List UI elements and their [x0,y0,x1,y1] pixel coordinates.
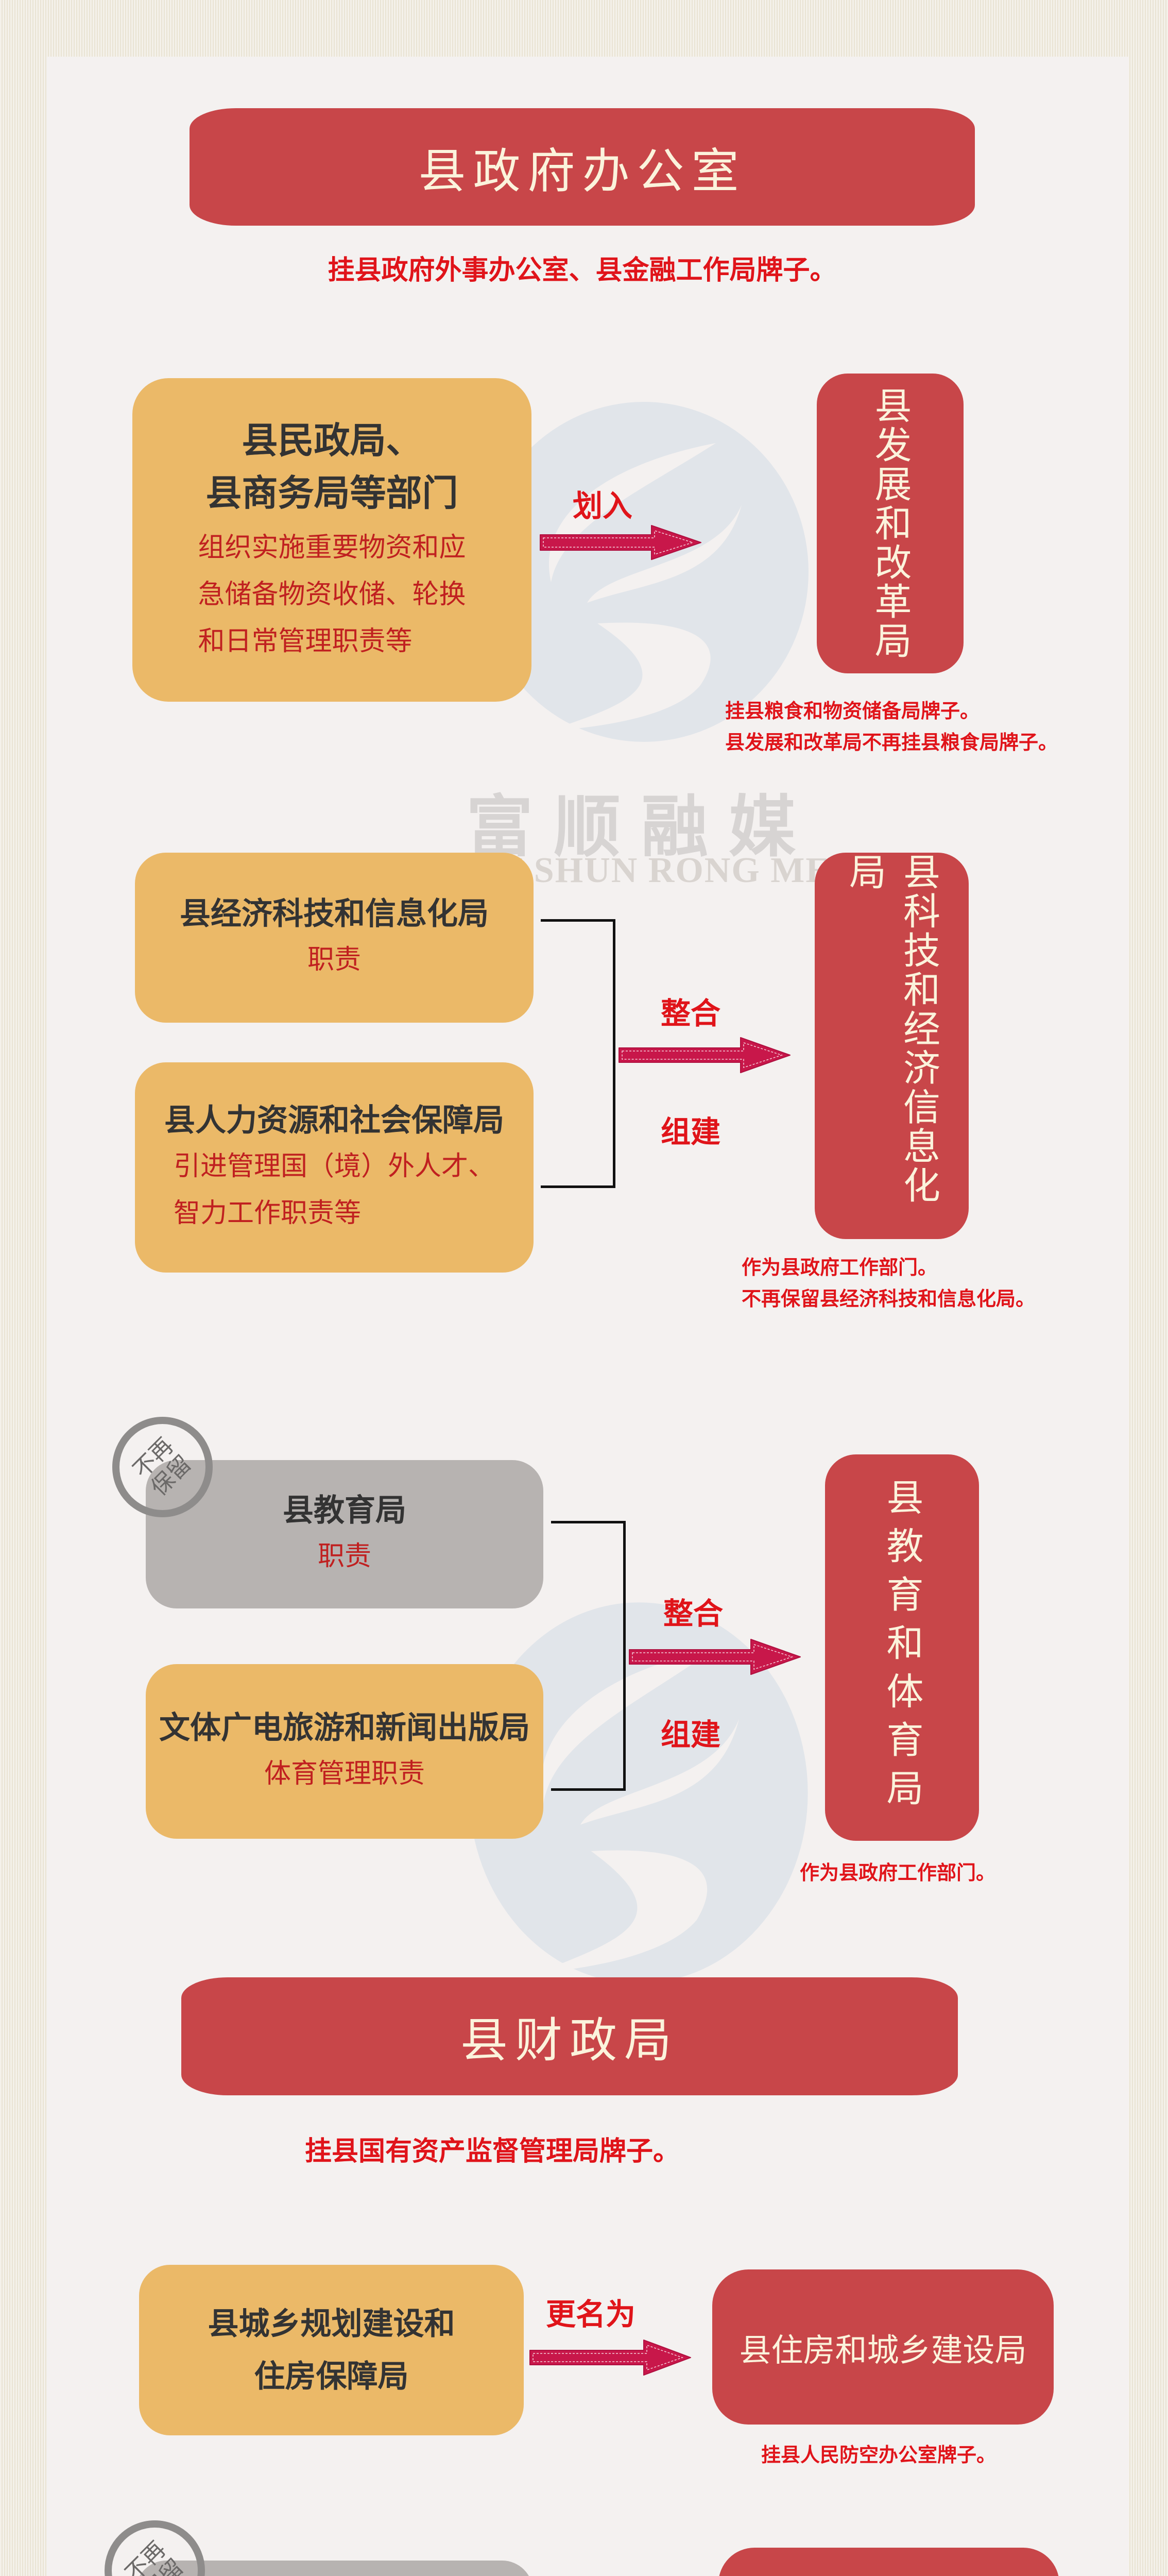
verb-label: 划入 [573,488,633,523]
header-subtitle: 挂县政府外事办公室、县金融工作局牌子。 [328,255,837,286]
source-desc-line: 体育管理职责 [264,1758,425,1789]
watermark-text-cn: 富顺融媒 [466,788,817,866]
verb-label-top: 整合 [663,1596,724,1631]
source-desc-line: 智力工作职责等 [173,1197,361,1229]
merge-bracket [541,919,615,1188]
verb-label: 组建 [569,2571,629,2576]
source-desc-line: 急储备物资收储、轮换 [198,579,466,610]
note-line: 挂县粮食和物资储备局牌子。 [725,700,980,722]
target-notes: 作为县政府工作部门。 不再保留县经济科技和信息化局。 [742,1252,1035,1315]
source-title-line: 县商务局等部门 [205,471,458,514]
source-desc-line: 和日常管理职责等 [198,626,413,657]
target-box-petitions: 县信访局 [718,2548,1059,2576]
source-desc-line: 职责 [307,944,361,975]
verb-label: 更名为 [546,2297,636,2332]
source-title: 县人力资源和社会保障局 [164,1102,504,1139]
target-notes: 作为县政府工作部门。 [800,1857,995,1889]
note-line: 作为县政府工作部门。 [742,1256,938,1279]
target-box-sci-tech-econ: 县科技和经济信息化局 [815,853,969,1239]
note-line: 作为县政府工作部门。 [800,1861,996,1884]
merge-bracket [551,1521,626,1791]
target-box-housing: 县住房和城乡建设局 [712,2269,1054,2425]
source-title-line: 县城乡规划建设和 [208,2306,455,2342]
source-desc-line: 职责 [317,1541,371,1572]
arrow-right-icon [538,524,703,561]
source-title-line: 住房保障局 [254,2358,409,2395]
target-notes: 挂县粮食和物资储备局牌子。 县发展和改革局不再挂县粮食局牌子。 [725,696,1058,758]
source-title: 文体广电旅游和新闻出版局 [159,1709,530,1746]
source-box-econ-tech: 县经济科技和信息化局 职责 [135,853,534,1023]
source-desc: 引进管理国（境）外人才、 智力工作职责等 [174,1143,495,1237]
watermark-logo-icon [469,1602,808,1984]
source-box-civil-commerce: 县民政局、 县商务局等部门 组织实施重要物资和应 急储备物资收储、轮换 和日常管… [132,378,531,702]
verb-label-top: 整合 [661,996,721,1031]
source-title-line: 县民政局、 [242,419,422,462]
verb-label-bottom: 组建 [661,1114,721,1149]
source-box-mass-work: 县委群众工作局 信访工作职责基础上 [135,2561,533,2576]
target-box-dev-reform: 县发展和改革局 [817,374,964,673]
header-subtitle: 挂县国有资产监督管理局牌子。 [304,2136,680,2167]
target-notes: 挂县人民防空办公室牌子。 [761,2439,996,2471]
source-desc-line: 引进管理国（境）外人才、 [173,1150,495,1182]
arrow-right-icon [617,1037,792,1074]
target-box-edu-sports: 县教育和体育局 [825,1454,979,1841]
source-title: 县经济科技和信息化局 [180,896,489,932]
verb-label-bottom: 组建 [661,1717,721,1752]
header-county-gov-office: 县政府办公室 [190,108,975,226]
source-desc-line: 组织实施重要物资和应 [198,532,466,563]
watermark-text-en: FU SHUN RONG MEI [474,851,846,890]
source-desc: 组织实施重要物资和应 急储备物资收储、轮换 和日常管理职责等 [198,524,466,665]
header-county-finance: 县财政局 [181,1977,958,2095]
source-box-hr-social: 县人力资源和社会保障局 引进管理国（境）外人才、 智力工作职责等 [135,1062,534,1273]
watermark-logo-icon [479,402,809,742]
arrow-right-icon [627,1638,802,1675]
note-line: 不再保留县经济科技和信息化局。 [742,1287,1036,1310]
source-title: 县民政局、 县商务局等部门 [206,415,458,519]
note-line: 县发展和改革局不再挂县粮食局牌子。 [725,731,1058,754]
arrow-right-icon [528,2339,693,2376]
note-line: 挂县人民防空办公室牌子。 [761,2444,997,2466]
source-title: 县城乡规划建设和 住房保障局 [208,2298,455,2403]
source-box-culture-sports: 文体广电旅游和新闻出版局 体育管理职责 [146,1664,543,1839]
source-title: 县教育局 [283,1493,406,1529]
source-box-education: 县教育局 职责 [146,1460,543,1608]
source-box-urban-planning: 县城乡规划建设和 住房保障局 [139,2265,524,2435]
